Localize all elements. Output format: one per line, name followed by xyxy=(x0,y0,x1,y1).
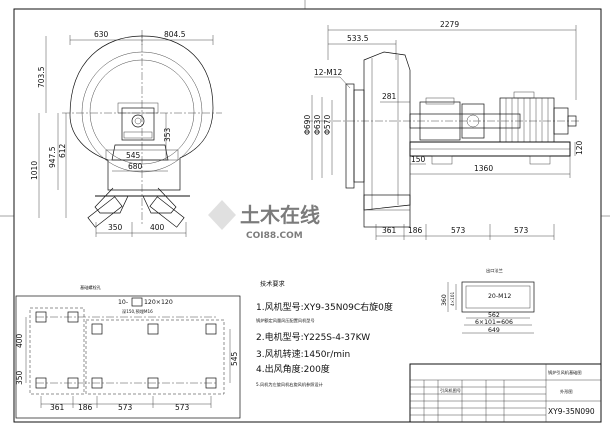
bolt-count-label: 10- xyxy=(118,299,128,306)
flange-dim-562: 562 xyxy=(488,312,500,319)
dim-533-5: 533.5 xyxy=(347,34,369,43)
note-4: 4.出风角度:200度 xyxy=(256,363,330,375)
dim-630: 630 xyxy=(94,30,109,39)
dim-150: 150 xyxy=(411,155,426,164)
dim-1360: 1360 xyxy=(474,164,493,173)
outlet-flange-detail: 出口法兰 20-M12 360 4×101 562 6×101=606 649 xyxy=(441,267,535,334)
dim-186: 186 xyxy=(408,226,423,235)
watermark: 土木在线 COI88.COM xyxy=(208,200,320,241)
technical-notes: 技术要求 1.风机型号:XY9-35N09C右旋0度 锅炉额定风量风压配置风机型… xyxy=(256,280,393,388)
watermark-en: COI88.COM xyxy=(246,231,303,241)
dim-12-m12: 12-M12 xyxy=(314,68,342,77)
dim-612: 612 xyxy=(58,143,67,158)
dim-2279: 2279 xyxy=(440,20,459,29)
dim-120: 120 xyxy=(575,140,584,155)
bolt-size-label: 120×120 xyxy=(144,299,173,306)
fp-dim-350: 350 xyxy=(15,370,24,385)
fp-dim-545: 545 xyxy=(230,351,239,366)
dim-400: 400 xyxy=(150,223,165,232)
dim-573-b: 573 xyxy=(514,226,529,235)
dim-545: 545 xyxy=(126,151,141,160)
title-row-label: 引风机图号 xyxy=(440,387,461,394)
note-1b: 锅炉额定风量风压配置风机型号 xyxy=(256,317,315,324)
dim-353: 353 xyxy=(163,127,172,142)
fp-dim-186: 186 xyxy=(78,403,93,412)
fp-dim-573-b: 573 xyxy=(175,403,190,412)
flange-dim-649: 649 xyxy=(488,327,500,334)
foundation-plan: 基础螺栓孔 10- 120×120 深150,预埋M16 400 350 545 xyxy=(15,284,241,419)
dim-281: 281 xyxy=(382,92,397,101)
note-1: 1.风机型号:XY9-35N09C右旋0度 xyxy=(256,301,393,313)
drawing-frame xyxy=(13,8,602,423)
note-5: 5.风机为左旋风机右旋风机参照设计 xyxy=(256,381,323,388)
dim-361: 361 xyxy=(382,226,397,235)
flange-bolts: 20-M12 xyxy=(488,293,511,300)
title-project: 锅炉引风机基础图 xyxy=(548,369,582,376)
svg-text:4×101: 4×101 xyxy=(450,291,455,306)
dim-804-5: 804.5 xyxy=(164,30,186,39)
dim-947-5: 947.5 xyxy=(48,146,57,168)
fan-front-view: 630 804.5 703.5 1010 947.5 612 353 545 6… xyxy=(30,30,222,237)
bolt-note: 深150,预埋M16 xyxy=(122,308,153,315)
fan-side-view: 2279 533.5 12-M12 xyxy=(303,20,584,240)
flange-dim-360: 360 xyxy=(441,294,448,306)
title-drawing-name: 外形图 xyxy=(560,388,573,395)
dim-350: 350 xyxy=(108,223,123,232)
fp-dim-361: 361 xyxy=(50,403,65,412)
note-3: 3.风机转速:1450r/min xyxy=(256,348,350,360)
dim-573-a: 573 xyxy=(451,226,466,235)
dim-phi690: Φ690 xyxy=(303,115,312,135)
fp-dim-400: 400 xyxy=(15,333,24,348)
dim-1010: 1010 xyxy=(30,161,39,180)
flange-dim-606: 6×101=606 xyxy=(475,319,513,326)
watermark-cn: 土木在线 xyxy=(240,203,320,227)
dim-703-5: 703.5 xyxy=(37,66,46,88)
notes-heading: 技术要求 xyxy=(260,280,285,288)
dim-680: 680 xyxy=(128,162,143,171)
dim-phi630: Φ630 xyxy=(313,115,322,135)
title-block: 锅炉引风机基础图 外形图 XY9-35N090 引风机图号 xyxy=(409,363,602,423)
fp-dim-573-a: 573 xyxy=(118,403,133,412)
flange-title: 出口法兰 xyxy=(486,267,503,274)
dim-phi570: Φ570 xyxy=(323,115,332,135)
note-2: 2.电机型号:Y225S-4-37KW xyxy=(256,331,370,343)
title-model: XY9-35N090 xyxy=(548,407,595,416)
foundation-title: 基础螺栓孔 xyxy=(80,284,102,291)
